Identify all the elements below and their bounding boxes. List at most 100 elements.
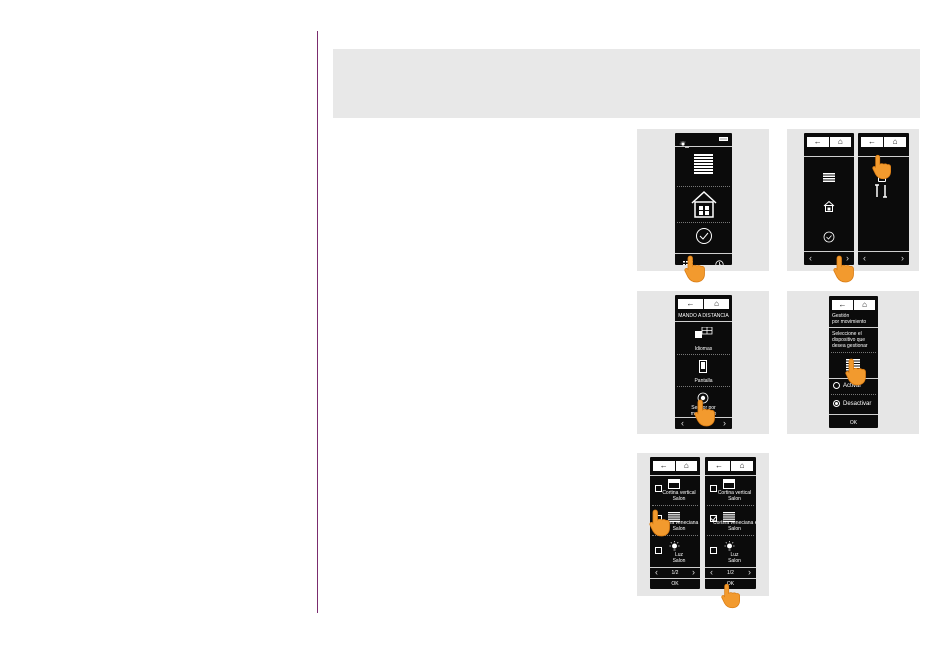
device-name: Cortina veneciana ext. bbox=[658, 520, 700, 526]
divider bbox=[705, 475, 756, 476]
check-circle-icon[interactable] bbox=[695, 227, 713, 245]
top-bar: ← ⌂ bbox=[708, 461, 753, 471]
home-icon[interactable]: ⌂ bbox=[853, 300, 875, 310]
motion-sensor-icon[interactable] bbox=[697, 391, 709, 404]
panel-swipe-screen: ← ⌂ ‹ › ← ⌂ ‹ › bbox=[787, 129, 919, 283]
remote-screen: ← ⌂ MANDO A DISTANCIA Idiomas Pantalla S… bbox=[675, 295, 732, 429]
venetian-blind-icon bbox=[723, 509, 735, 522]
back-icon[interactable]: ← bbox=[659, 461, 668, 470]
light-bulb-icon bbox=[724, 539, 735, 551]
page-indicator: 1/2 bbox=[727, 570, 734, 576]
remote-screen-right: ← ⌂ ‹ › bbox=[858, 133, 909, 265]
top-bar: ← ⌂ bbox=[861, 137, 906, 147]
pointing-hand-icon bbox=[684, 255, 705, 283]
divider bbox=[705, 578, 756, 579]
device-name: Cortina veneciana ext. bbox=[713, 520, 756, 526]
next-arrow-icon[interactable]: › bbox=[723, 418, 726, 428]
next-arrow-icon[interactable]: › bbox=[846, 253, 849, 263]
divider bbox=[677, 186, 730, 187]
blinds-icon[interactable] bbox=[694, 154, 713, 176]
panel-motion-management: ← ⌂ Gestión por movimiento Seleccione el… bbox=[787, 291, 919, 434]
next-arrow-icon[interactable]: › bbox=[901, 253, 904, 263]
divider bbox=[829, 327, 878, 328]
top-bar: ← ⌂ bbox=[653, 461, 697, 471]
home-icon[interactable]: ⌂ bbox=[730, 461, 753, 471]
panel-home-screen bbox=[637, 129, 769, 283]
ok-button[interactable]: OK bbox=[849, 420, 858, 426]
panel-device-selection: ← ⌂ Cortina vertical Salon Cortina venec… bbox=[637, 453, 769, 609]
pointing-hand-icon bbox=[872, 154, 891, 180]
battery-icon bbox=[719, 137, 728, 141]
option-label[interactable]: Activar bbox=[843, 383, 862, 389]
divider bbox=[677, 386, 730, 387]
divider bbox=[804, 251, 854, 252]
divider bbox=[650, 475, 700, 476]
divider bbox=[652, 505, 698, 506]
device-room: Salon bbox=[728, 496, 741, 502]
divider bbox=[650, 567, 700, 568]
divider bbox=[707, 535, 754, 536]
tools-icon[interactable] bbox=[874, 184, 888, 198]
device-checkbox[interactable] bbox=[710, 547, 717, 554]
back-icon[interactable]: ← bbox=[715, 461, 723, 470]
home-icon[interactable]: ⌂ bbox=[883, 137, 906, 147]
home-icon[interactable]: ⌂ bbox=[703, 299, 729, 309]
top-bar: ← ⌂ bbox=[678, 299, 729, 309]
prev-arrow-icon[interactable]: ‹ bbox=[655, 567, 658, 577]
check-circle-icon[interactable] bbox=[823, 230, 835, 243]
back-icon[interactable]: ← bbox=[838, 300, 847, 309]
prev-arrow-icon[interactable]: ‹ bbox=[681, 418, 684, 428]
screen-title: Gestión bbox=[832, 313, 850, 319]
menu-item-label[interactable]: Pantalla bbox=[694, 378, 713, 384]
margin-divider-line bbox=[317, 31, 318, 613]
pointing-hand-icon bbox=[833, 255, 854, 283]
back-icon[interactable]: ← bbox=[686, 299, 695, 308]
divider bbox=[831, 352, 876, 353]
home-icon[interactable]: ⌂ bbox=[828, 137, 852, 147]
device-name: Cortina vertical bbox=[662, 490, 696, 496]
device-checkbox[interactable] bbox=[710, 485, 717, 492]
prev-arrow-icon[interactable]: ‹ bbox=[710, 567, 713, 577]
menu-item-label[interactable]: Idiomas bbox=[694, 346, 713, 352]
next-arrow-icon[interactable]: › bbox=[692, 567, 695, 577]
prev-arrow-icon[interactable]: ‹ bbox=[809, 253, 812, 263]
divider bbox=[804, 156, 854, 157]
ok-button[interactable]: OK bbox=[726, 581, 735, 587]
prompt-text: desea gestionar bbox=[832, 343, 868, 349]
next-arrow-icon[interactable]: › bbox=[748, 567, 751, 577]
back-icon[interactable]: ← bbox=[813, 137, 822, 146]
vertical-blind-icon bbox=[723, 479, 735, 489]
blinds-icon[interactable] bbox=[823, 170, 835, 182]
device-name: Cortina vertical bbox=[717, 490, 752, 496]
divider bbox=[707, 505, 754, 506]
prev-arrow-icon[interactable]: ‹ bbox=[863, 253, 866, 263]
option-label[interactable]: Desactivar bbox=[843, 401, 872, 407]
divider bbox=[652, 535, 698, 536]
device-room: Salon bbox=[672, 526, 686, 532]
vertical-blind-icon bbox=[668, 479, 680, 489]
remote-screen bbox=[675, 133, 732, 265]
radio-deactivate[interactable] bbox=[833, 400, 840, 407]
ok-button[interactable]: OK bbox=[671, 581, 679, 587]
back-icon[interactable]: ← bbox=[868, 137, 876, 146]
house-icon[interactable] bbox=[689, 189, 719, 219]
pointing-hand-icon bbox=[649, 509, 670, 537]
device-name: Luz bbox=[730, 552, 739, 558]
house-icon[interactable] bbox=[823, 199, 835, 212]
home-icon[interactable]: ⌂ bbox=[674, 461, 698, 471]
bottom-divider bbox=[675, 253, 732, 254]
radio-activate[interactable] bbox=[833, 382, 840, 389]
divider bbox=[831, 394, 876, 395]
timer-icon[interactable] bbox=[715, 256, 724, 265]
divider bbox=[675, 321, 732, 322]
top-bar: ← ⌂ bbox=[807, 137, 851, 147]
prompt-text: Seleccione el bbox=[832, 331, 862, 337]
device-checkbox[interactable] bbox=[655, 547, 662, 554]
divider bbox=[858, 251, 909, 252]
header-banner bbox=[333, 49, 920, 118]
device-checkbox-checked[interactable] bbox=[710, 515, 717, 522]
pointing-hand-icon bbox=[845, 358, 866, 386]
sun-icon bbox=[679, 136, 689, 148]
device-checkbox[interactable] bbox=[655, 485, 662, 492]
venetian-blind-icon bbox=[668, 509, 680, 522]
